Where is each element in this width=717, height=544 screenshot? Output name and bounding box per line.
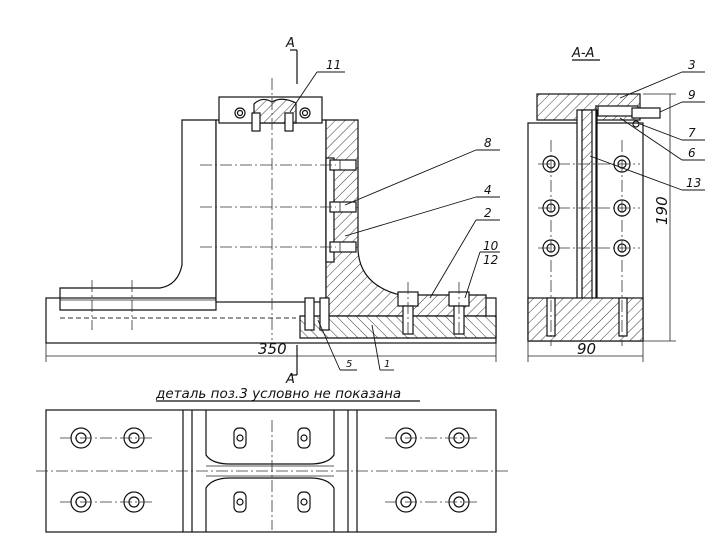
section-view: А-А 90 (527, 46, 705, 362)
dimension-350: 350 (45, 340, 497, 362)
section-marks: А А (285, 36, 298, 387)
section-mark-top: А (285, 36, 295, 51)
plan-view (36, 409, 510, 533)
callout-3: 3 (688, 58, 696, 72)
callout-13: 13 (686, 176, 701, 190)
dim-350: 350 (258, 340, 287, 358)
callout-11: 11 (326, 58, 341, 72)
front-callouts: 11 8 4 2 10 12 5 1 (289, 58, 500, 371)
callout-10: 10 (483, 239, 499, 253)
dim-190: 190 (653, 196, 671, 225)
upright-section (325, 119, 487, 317)
dim-90: 90 (577, 340, 596, 358)
left-foot (59, 119, 217, 311)
callout-1: 1 (384, 359, 390, 370)
callout-5: 5 (346, 359, 352, 370)
callout-6: 6 (688, 146, 696, 160)
section-mark-bottom: А (285, 372, 295, 387)
body-block (215, 119, 327, 303)
callout-4: 4 (484, 183, 492, 197)
callout-7: 7 (688, 126, 696, 140)
front-view (45, 78, 497, 344)
callout-2: 2 (484, 206, 492, 220)
caption: деталь поз.3 условно не показана (155, 386, 420, 402)
callout-12: 12 (483, 253, 498, 267)
callout-9: 9 (688, 88, 696, 102)
section-title: А-А (571, 46, 594, 61)
caption-text: деталь поз.3 условно не показана (155, 386, 401, 402)
callout-8: 8 (484, 136, 492, 150)
